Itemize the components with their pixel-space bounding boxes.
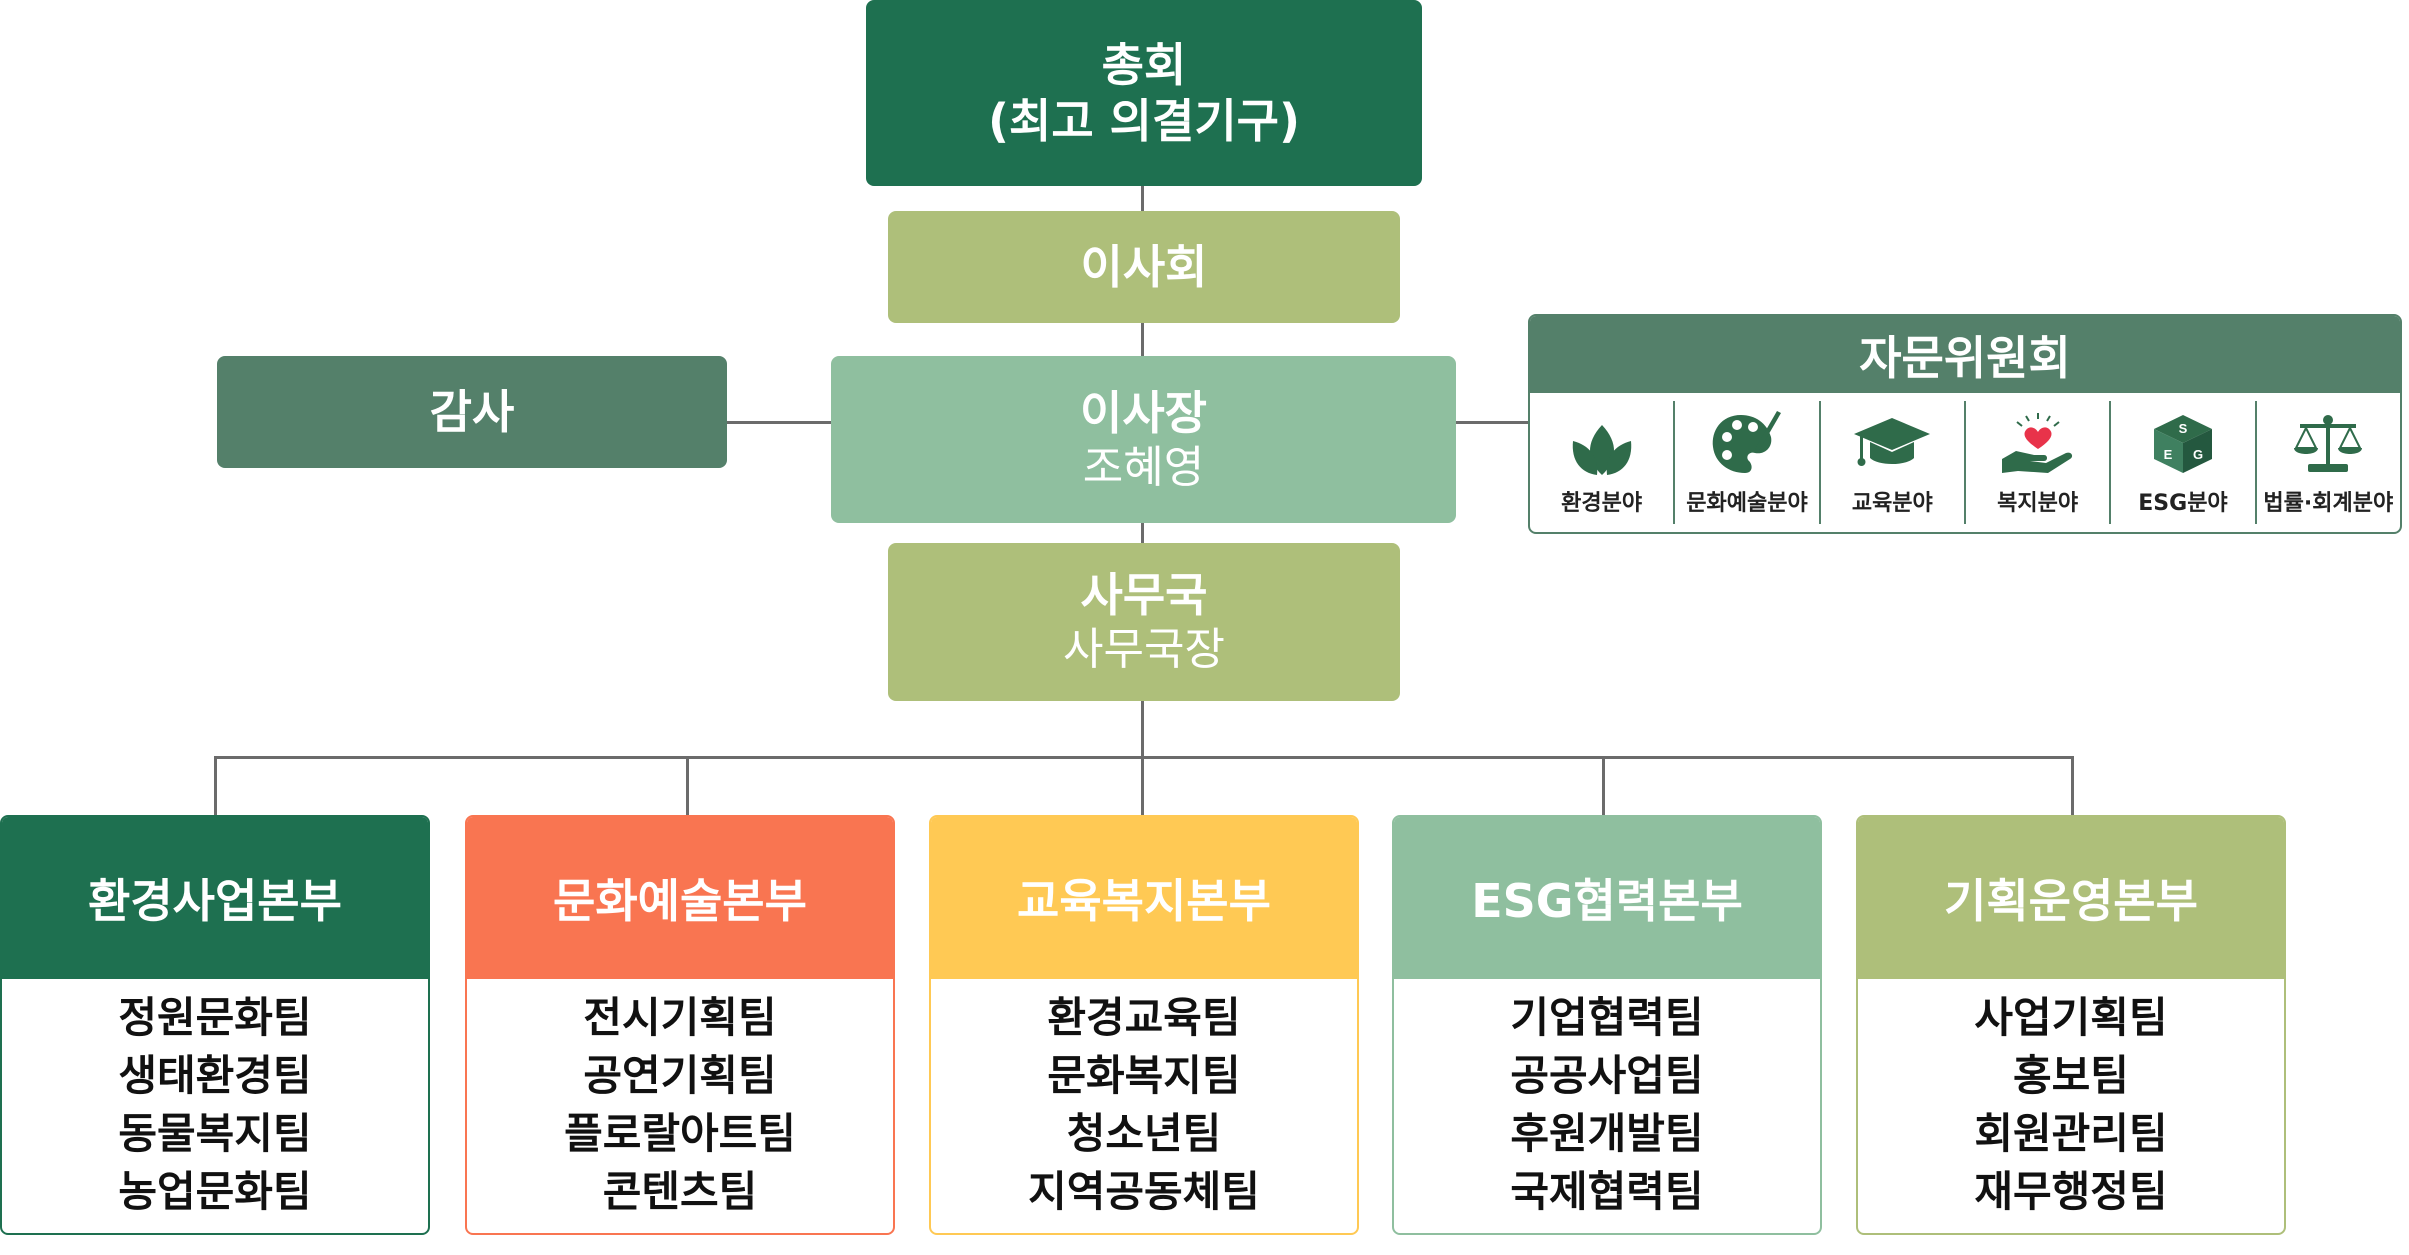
svg-text:S: S bbox=[2179, 421, 2188, 436]
team-item: 정원문화팀 bbox=[118, 993, 312, 1042]
advisory-field-label: 복지분야 bbox=[1997, 490, 2079, 516]
division-esg-cooperation: ESG협력본부 기업협력팀 공공사업팀 후원개발팀 국제협력팀 bbox=[1392, 815, 1822, 1235]
team-item: 사업기획팀 bbox=[1974, 993, 2168, 1042]
advisory-field-label: ESG분야 bbox=[2138, 490, 2228, 516]
connector-chairman-secretariat bbox=[1141, 523, 1144, 543]
general-assembly-subtitle: (최고 의결기구) bbox=[988, 94, 1300, 148]
team-item: 후원개발팀 bbox=[1510, 1109, 1704, 1158]
esg-cube-icon: S E G bbox=[2142, 409, 2224, 479]
division-environment: 환경사업본부 정원문화팀 생태환경팀 동물복지팀 농업문화팀 bbox=[0, 815, 430, 1235]
team-item: 농업문화팀 bbox=[118, 1167, 312, 1216]
team-list: 전시기획팀 공연기획팀 플로랄아트팀 콘텐츠팀 bbox=[467, 979, 893, 1221]
connector-drop-5 bbox=[2071, 756, 2074, 815]
advisory-field-welfare: 복지분야 bbox=[1966, 401, 2112, 524]
heart-hand-icon bbox=[1997, 409, 2079, 479]
team-list: 기업협력팀 공공사업팀 후원개발팀 국제협력팀 bbox=[1394, 979, 1820, 1221]
division-title: 기획운영본부 bbox=[1858, 817, 2284, 979]
team-item: 기업협력팀 bbox=[1510, 993, 1704, 1042]
team-item: 국제협력팀 bbox=[1510, 1167, 1704, 1216]
team-item: 콘텐츠팀 bbox=[602, 1167, 758, 1216]
team-list: 정원문화팀 생태환경팀 동물복지팀 농업문화팀 bbox=[2, 979, 428, 1221]
division-title: 문화예술본부 bbox=[467, 817, 893, 979]
audit-box: 감사 bbox=[217, 356, 727, 468]
advisory-field-label: 환경분야 bbox=[1561, 490, 1643, 516]
svg-text:G: G bbox=[2193, 447, 2203, 462]
connector-chairman-advisory bbox=[1456, 421, 1528, 424]
scales-icon bbox=[2287, 409, 2369, 479]
secretariat-subtitle: 사무국장 bbox=[1063, 624, 1225, 676]
leaf-icon bbox=[1561, 409, 1643, 479]
palette-icon bbox=[1706, 409, 1788, 479]
division-planning-operations: 기획운영본부 사업기획팀 홍보팀 회원관리팀 재무행정팀 bbox=[1856, 815, 2286, 1235]
advisory-fields: 환경분야 문화예술분야 bbox=[1530, 393, 2400, 532]
team-item: 재무행정팀 bbox=[1974, 1167, 2168, 1216]
advisory-field-law-accounting: 법률·회계분야 bbox=[2257, 401, 2400, 524]
division-title: ESG협력본부 bbox=[1394, 817, 1820, 979]
connector-assembly-board bbox=[1141, 185, 1144, 211]
graduation-cap-icon bbox=[1851, 409, 1933, 479]
team-item: 생태환경팀 bbox=[118, 1051, 312, 1100]
connector-drop-4 bbox=[1602, 756, 1605, 815]
advisory-field-label: 법률·회계분야 bbox=[2263, 490, 2394, 516]
chairman-name: 조혜영 bbox=[1082, 441, 1205, 493]
chairman-box: 이사장 조혜영 bbox=[831, 356, 1456, 523]
connector-drop-2 bbox=[686, 756, 689, 815]
general-assembly-title: 총회 bbox=[1101, 37, 1187, 92]
team-item: 동물복지팀 bbox=[118, 1109, 312, 1158]
team-item: 환경교육팀 bbox=[1047, 993, 1241, 1042]
division-title: 환경사업본부 bbox=[2, 817, 428, 979]
board-box: 이사회 bbox=[888, 211, 1400, 323]
team-list: 사업기획팀 홍보팀 회원관리팀 재무행정팀 bbox=[1858, 979, 2284, 1221]
board-title: 이사회 bbox=[1080, 239, 1208, 294]
svg-text:E: E bbox=[2164, 447, 2173, 462]
team-item: 공공사업팀 bbox=[1510, 1051, 1704, 1100]
division-education-welfare: 교육복지본부 환경교육팀 문화복지팀 청소년팀 지역공동체팀 bbox=[929, 815, 1359, 1235]
team-item: 전시기획팀 bbox=[583, 993, 777, 1042]
team-item: 문화복지팀 bbox=[1047, 1051, 1241, 1100]
team-item: 지역공동체팀 bbox=[1028, 1167, 1260, 1216]
connector-drop-1 bbox=[214, 756, 217, 815]
chairman-title: 이사장 bbox=[1080, 385, 1207, 440]
advisory-committee-title: 자문위원회 bbox=[1530, 316, 2400, 393]
team-item: 공연기획팀 bbox=[583, 1051, 777, 1100]
team-item: 회원관리팀 bbox=[1974, 1109, 2168, 1158]
advisory-field-education: 교육분야 bbox=[1821, 401, 1966, 524]
secretariat-box: 사무국 사무국장 bbox=[888, 543, 1400, 701]
connector-board-chairman bbox=[1141, 322, 1144, 356]
connector-audit-chairman bbox=[727, 421, 831, 424]
advisory-field-culture-arts: 문화예술분야 bbox=[1675, 401, 1821, 524]
team-item: 청소년팀 bbox=[1066, 1109, 1222, 1158]
advisory-committee-panel: 자문위원회 환경분야 bbox=[1528, 314, 2402, 534]
team-item: 홍보팀 bbox=[2013, 1051, 2129, 1100]
general-assembly-box: 총회 (최고 의결기구) bbox=[866, 0, 1422, 186]
team-list: 환경교육팀 문화복지팀 청소년팀 지역공동체팀 bbox=[931, 979, 1357, 1221]
team-item: 플로랄아트팀 bbox=[564, 1109, 796, 1158]
connector-horizontal-bus bbox=[214, 756, 2074, 759]
advisory-field-label: 교육분야 bbox=[1851, 490, 1933, 516]
audit-title: 감사 bbox=[429, 384, 515, 439]
advisory-field-environment: 환경분야 bbox=[1530, 401, 1676, 524]
advisory-field-label: 문화예술분야 bbox=[1686, 490, 1808, 516]
advisory-field-esg: S E G ESG분야 bbox=[2111, 401, 2257, 524]
secretariat-title: 사무국 bbox=[1080, 568, 1208, 623]
division-culture-arts: 문화예술본부 전시기획팀 공연기획팀 플로랄아트팀 콘텐츠팀 bbox=[465, 815, 895, 1235]
division-title: 교육복지본부 bbox=[931, 817, 1357, 979]
